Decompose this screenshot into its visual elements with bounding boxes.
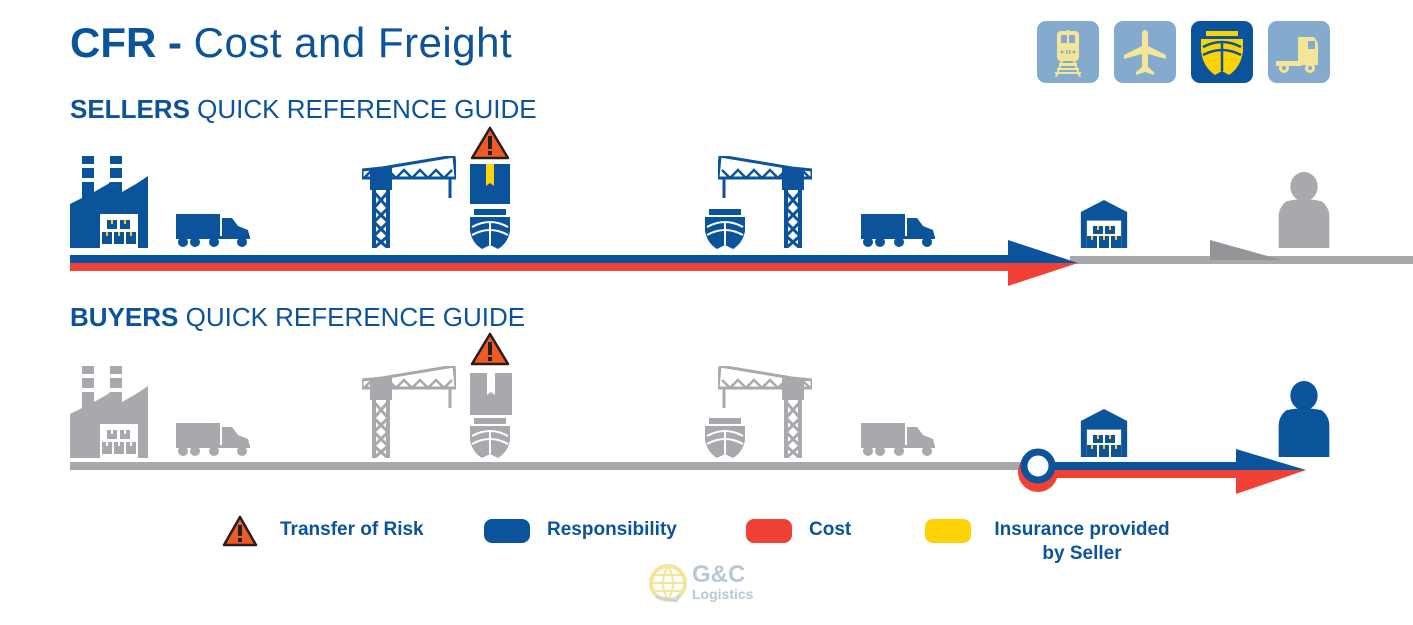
legend-cost-label: Cost	[809, 519, 852, 540]
sellers-responsibility-line	[70, 255, 1030, 263]
factory-icon	[70, 366, 148, 458]
logo-text-line1: G&C	[692, 561, 746, 588]
legend-risk-icon	[222, 515, 258, 547]
sellers-timeline	[70, 240, 1413, 286]
globe-icon	[649, 564, 687, 603]
buyer-person-icon	[1278, 172, 1330, 248]
legend-insurance-line2: by Seller	[1042, 543, 1122, 564]
mode-road-button[interactable]	[1268, 21, 1330, 83]
risk-warning-icon	[470, 126, 510, 160]
sellers-cost-arrowhead	[1008, 263, 1078, 286]
sellers-inactive-arrow	[1210, 240, 1282, 260]
legend-cost-swatch	[746, 519, 792, 543]
crane-icon	[718, 366, 812, 458]
legend-insurance-swatch	[925, 519, 971, 543]
legend-responsibility-swatch	[484, 519, 530, 543]
crane-icon	[718, 156, 812, 248]
ship-icon	[1201, 31, 1243, 75]
sellers-label-light: QUICK REFERENCE GUIDE	[197, 94, 537, 124]
truck-cab-icon	[1276, 37, 1318, 73]
sellers-cost-line	[70, 263, 1030, 271]
crane-icon	[362, 366, 456, 458]
mode-air-button[interactable]	[1114, 21, 1176, 83]
risk-warning-icon	[470, 332, 510, 366]
insured-package-icon	[470, 164, 510, 204]
logo-text-line2: Logistics	[692, 586, 754, 602]
mode-sea-button[interactable]	[1191, 21, 1253, 83]
legend-risk-label: Transfer of Risk	[280, 519, 424, 540]
crane-icon	[362, 156, 456, 248]
company-logo: G&C Logistics	[646, 563, 766, 605]
buyers-timeline	[70, 448, 1306, 494]
package-icon	[470, 373, 512, 415]
sellers-responsibility-arrowhead	[1008, 240, 1078, 263]
legend-insurance-line1: Insurance provided	[994, 519, 1170, 540]
buyers-guide-heading: BUYERS QUICK REFERENCE GUIDE	[70, 302, 525, 332]
title-light: Cost and Freight	[193, 19, 513, 66]
sellers-label-bold: SELLERS	[70, 94, 190, 124]
buyers-label-light: QUICK REFERENCE GUIDE	[185, 302, 526, 332]
buyers-responsibility-line	[1038, 462, 1248, 470]
warehouse-icon	[1080, 409, 1128, 457]
buyers-transfer-point	[1020, 448, 1056, 484]
buyers-responsibility-arrowhead	[1236, 449, 1306, 470]
legend-insurance-label: Insurance provided by Seller	[989, 518, 1175, 566]
page-title: CFR - Cost and Freight	[70, 18, 512, 68]
mode-rail-button[interactable]	[1037, 21, 1099, 83]
sellers-guide-heading: SELLERS QUICK REFERENCE GUIDE	[70, 94, 537, 124]
buyers-cost-line	[1038, 470, 1248, 478]
warehouse-icon	[1080, 200, 1128, 248]
train-icon	[1055, 30, 1081, 77]
factory-icon	[70, 156, 148, 248]
legend-responsibility-label: Responsibility	[547, 519, 677, 540]
title-bold: CFR -	[70, 19, 182, 66]
airplane-icon	[1124, 30, 1166, 75]
buyers-label-bold: BUYERS	[70, 302, 179, 332]
buyers-cost-arrowhead	[1236, 470, 1306, 494]
buyers-inactive-line	[70, 462, 1032, 470]
